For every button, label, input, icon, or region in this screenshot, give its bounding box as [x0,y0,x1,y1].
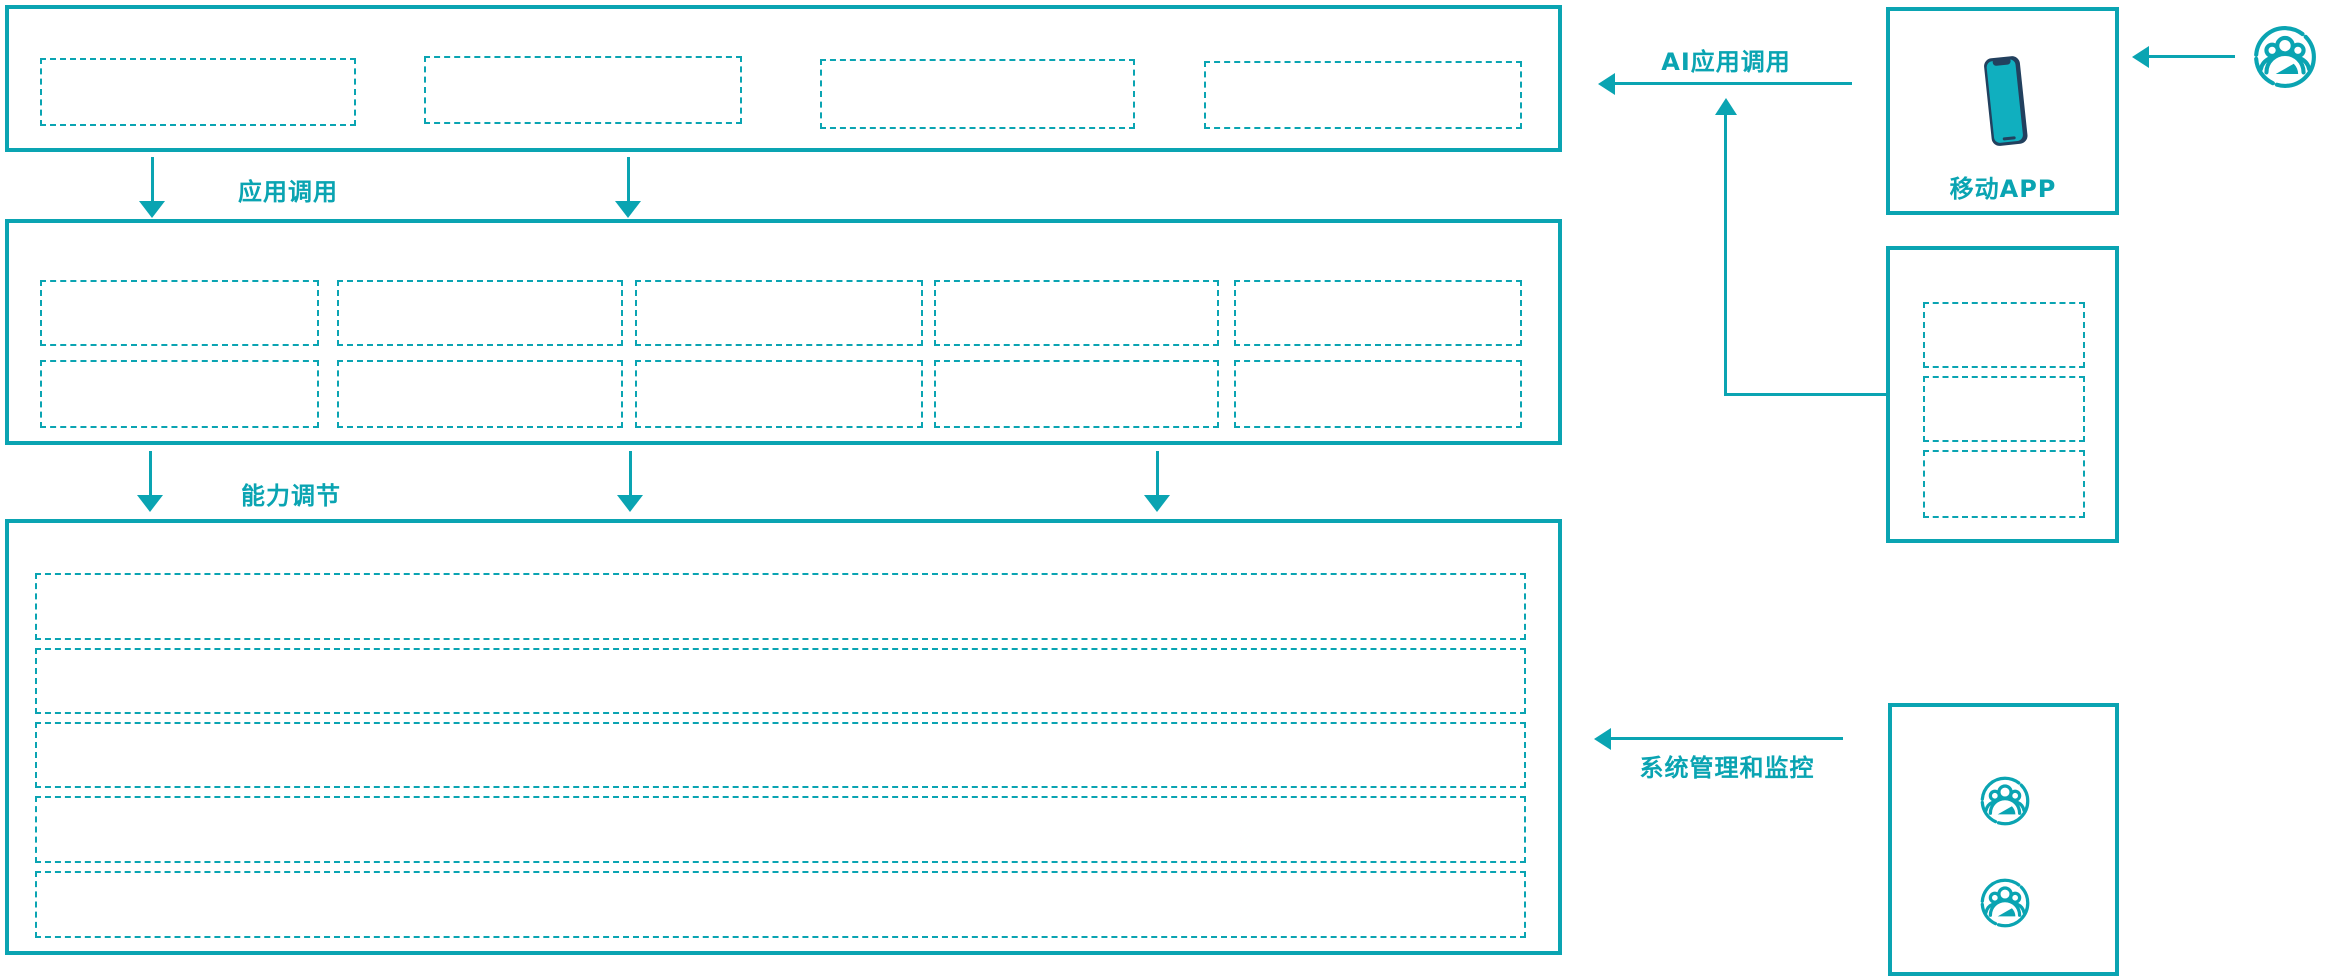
capability-arrowhead-1 [137,495,163,512]
app-slot-2 [424,56,742,124]
capability-slot-r1c1 [40,280,319,346]
app-call-label: 应用调用 [238,178,338,206]
bottom-layer-box [5,519,1562,955]
user-group-icon [1979,877,2031,929]
capability-slot-r2c5 [1234,360,1522,428]
resource-row-3 [35,722,1526,788]
capability-slot-r1c2 [337,280,623,346]
capability-arrowhead-2 [617,495,643,512]
mobile-app-label: 移动APP [1949,175,2057,203]
capability-arrow-line-1 [149,451,152,498]
app-call-arrow-line-2 [627,157,630,204]
resource-row-4 [35,796,1526,863]
right-panel-slot-3 [1923,450,2085,518]
right-panel-up-arrowhead [1715,98,1737,115]
mobile-app-box: 移动APP [1886,7,2119,215]
app-slot-1 [40,58,356,126]
user-to-app-arrowhead [2132,46,2149,68]
user-group-icon [2252,24,2318,90]
capability-slot-r2c2 [337,360,623,428]
capability-slot-r1c3 [635,280,923,346]
right-panel-box [1886,246,2119,543]
system-management-arrowhead [1594,728,1611,750]
right-panel-connector-vertical [1724,113,1727,395]
user-to-app-arrow-line [2147,55,2235,58]
capability-arrowhead-3 [1144,495,1170,512]
ai-app-call-label: AI应用调用 [1661,48,1791,76]
capability-slot-r2c4 [934,360,1219,428]
mobile-phone-icon [1984,56,2028,146]
resource-row-1 [35,573,1526,640]
user-group-icon [1979,775,2031,827]
app-call-arrowhead-1 [139,201,165,218]
capability-slot-r1c5 [1234,280,1522,346]
middle-layer-box [5,219,1562,445]
top-layer-box [5,5,1562,152]
capability-slot-r2c1 [40,360,319,428]
app-slot-3 [820,59,1135,129]
system-management-label: 系统管理和监控 [1639,754,1815,782]
capability-slot-r2c3 [635,360,923,428]
right-panel-slot-1 [1923,302,2085,368]
capability-arrow-line-3 [1156,451,1159,498]
resource-row-2 [35,648,1526,714]
admin-panel-box [1888,703,2119,976]
right-panel-slot-2 [1923,376,2085,442]
capability-arrow-line-2 [629,451,632,498]
app-slot-4 [1204,61,1522,129]
resource-row-5 [35,871,1526,938]
app-call-arrow-line-1 [151,157,154,204]
system-management-arrow-line [1609,737,1843,740]
right-panel-connector-horizontal [1724,393,1888,396]
ai-app-call-arrow-line [1613,82,1852,85]
ai-app-call-arrowhead [1598,73,1615,95]
capability-adjust-label: 能力调节 [241,482,341,510]
capability-slot-r1c4 [934,280,1219,346]
app-call-arrowhead-2 [615,201,641,218]
